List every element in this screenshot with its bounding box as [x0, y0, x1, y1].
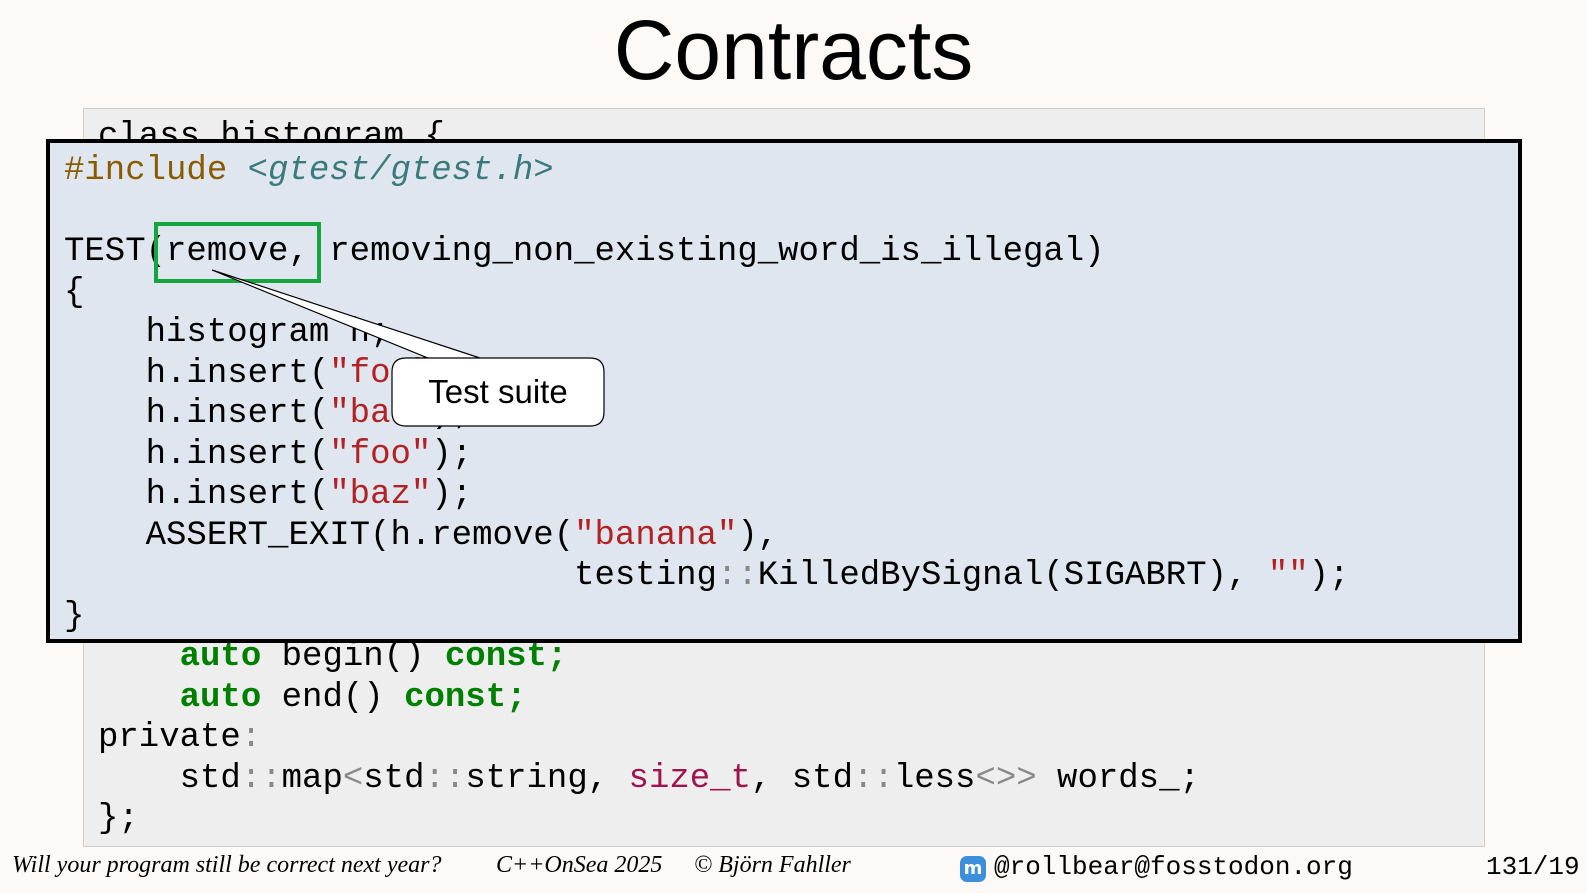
code-keyword: auto	[179, 638, 262, 676]
slide-title: Contracts	[613, 3, 974, 97]
mastodon-icon: m	[960, 856, 986, 882]
footer-author: © Björn Fahller	[694, 852, 851, 878]
footer-handle: @rollbear@fosstodon.org	[994, 852, 1353, 882]
slide-footer: Will your program still be correct next …	[0, 850, 1587, 886]
test-code-panel: #include <gtest/gtest.h> TEST(remove, re…	[46, 139, 1522, 643]
test-name: removing_non_existing_word_is_illegal)	[308, 233, 1105, 271]
footer-event: C++OnSea 2025	[496, 852, 663, 878]
include-file: <gtest/gtest.h>	[247, 152, 554, 190]
callout-label: Test suite	[428, 373, 568, 410]
test-suite-name: remove,	[166, 233, 309, 271]
background-code-tail: auto begin() const; auto end() const; pr…	[98, 638, 1200, 838]
callout-shape	[211, 269, 605, 427]
include-directive: #include	[64, 152, 228, 190]
page-number: 131/19	[1486, 852, 1580, 882]
footer-talk-title: Will your program still be correct next …	[12, 852, 442, 878]
